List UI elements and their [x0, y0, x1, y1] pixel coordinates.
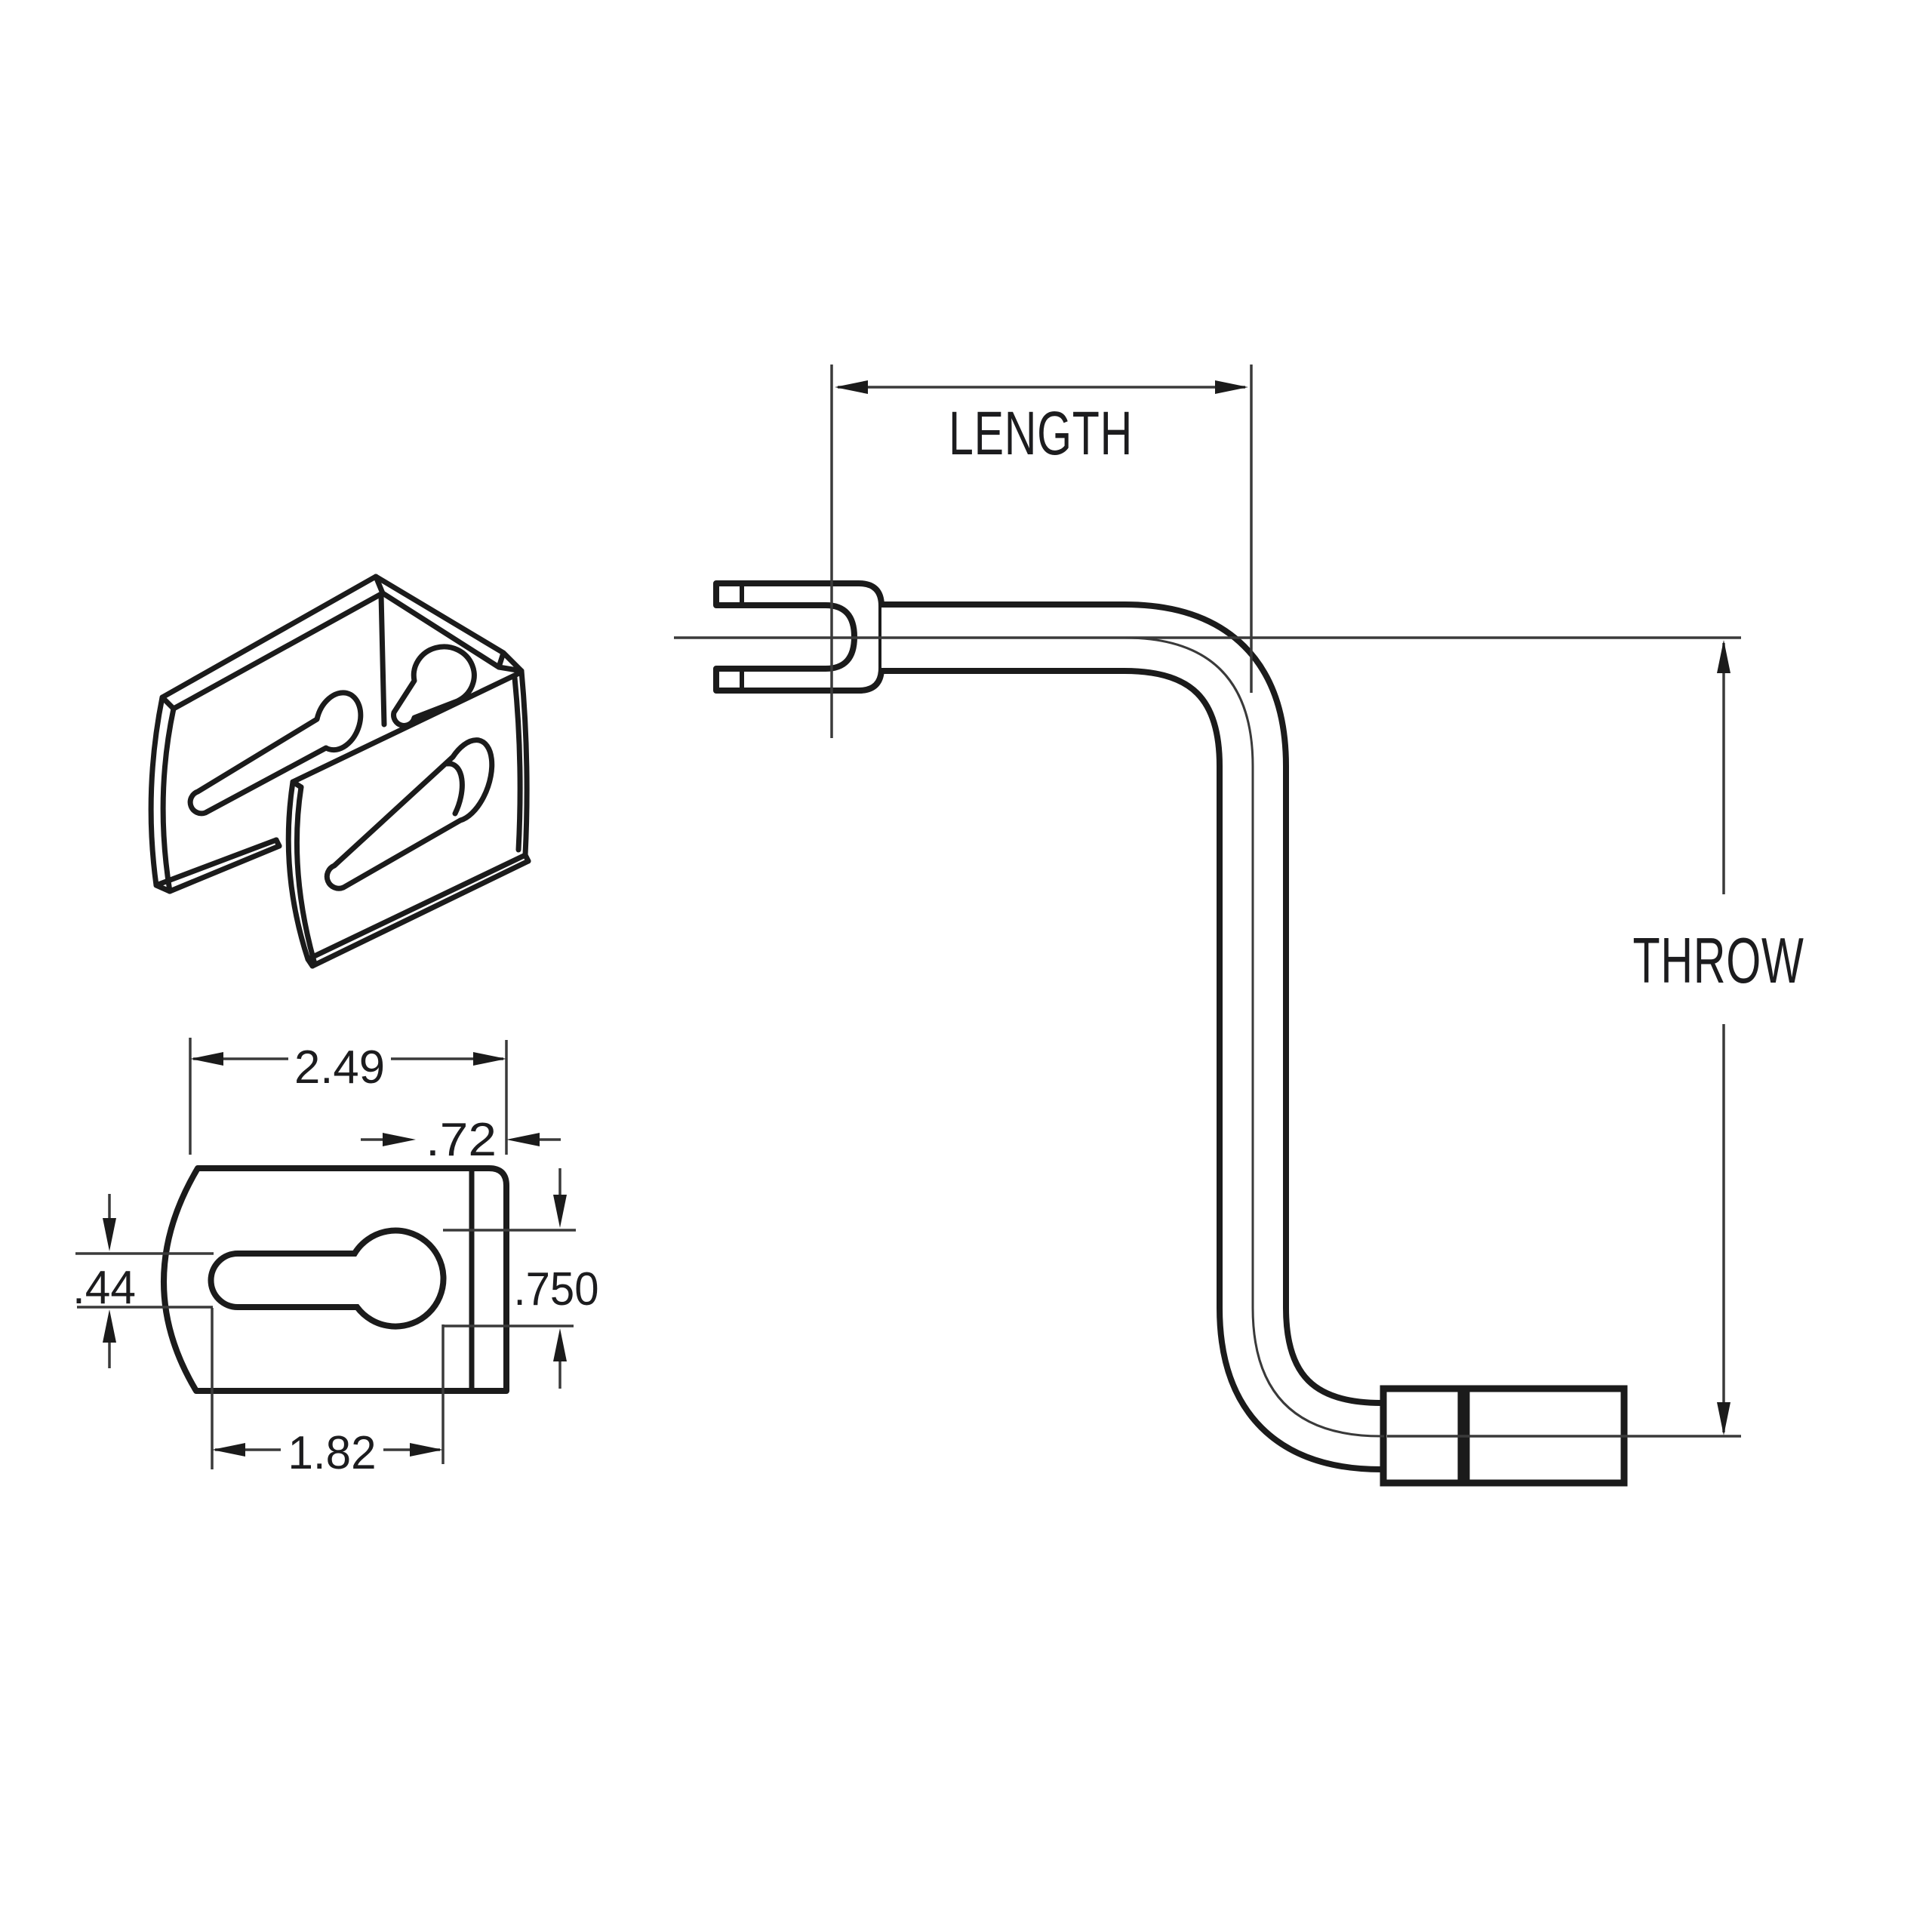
iso-back-plate-corner-edges — [153, 574, 386, 894]
iso-back-plate-outline — [148, 574, 379, 888]
offset-arrow-left-tip — [506, 1133, 540, 1146]
bracket-side-view — [161, 1165, 509, 1394]
slot-width-value: .44 — [72, 1262, 136, 1314]
slot-width-arrow-down — [103, 1218, 116, 1251]
hole-offset-dimension: .72 — [361, 1114, 561, 1166]
length-arrow-left — [835, 380, 868, 394]
crank-front-view — [674, 580, 1741, 1487]
offset-value: .72 — [426, 1114, 497, 1166]
length-arrow-right — [1215, 380, 1248, 394]
bracket-isometric-view — [148, 574, 531, 969]
crank-tube-outline — [881, 601, 1384, 1472]
iso-back-plate-thickness — [160, 590, 386, 894]
throw-dimension: THROW — [1633, 640, 1804, 1435]
iso-front-keyhole-slot — [324, 737, 495, 891]
slot-width-arrow-up — [103, 1309, 116, 1343]
hole-dia-arrow-down — [553, 1195, 567, 1228]
throw-label: THROW — [1633, 925, 1804, 997]
slot-len-arrow-left — [212, 1443, 245, 1457]
width-arrow-left — [190, 1052, 223, 1066]
slot-len-value: 1.82 — [288, 1427, 377, 1479]
iso-back-keyhole-slot — [187, 690, 364, 817]
length-dimension: LENGTH — [830, 365, 1253, 738]
iso-inner-keyhole — [391, 644, 477, 728]
throw-arrow-up — [1717, 640, 1730, 673]
hole-dia-value: .750 — [514, 1263, 599, 1315]
crank-clevis-fork — [713, 580, 884, 694]
hole-diameter-dimension: .750 — [443, 1168, 599, 1389]
iso-front-plate-outline — [285, 668, 530, 962]
length-label: LENGTH — [949, 399, 1133, 468]
iso-front-keyhole-thickness — [445, 761, 465, 817]
side-keyhole-slot — [208, 1227, 447, 1330]
slot-len-arrow-right — [410, 1443, 443, 1457]
width-arrow-right — [473, 1052, 506, 1066]
width-dimension: 2.49 — [189, 1038, 508, 1155]
iso-front-plate-corner-edges — [290, 779, 531, 969]
width-value: 2.49 — [294, 1041, 385, 1094]
iso-front-plate-thickness — [294, 675, 531, 969]
iso-web-edges — [373, 574, 525, 674]
iso-web-inner-corner — [378, 592, 387, 728]
throw-arrow-down — [1717, 1402, 1730, 1435]
slot-length-dimension: 1.82 — [211, 1308, 445, 1479]
crank-tube-core — [881, 608, 1384, 1466]
hole-dia-arrow-up — [553, 1328, 567, 1361]
offset-arrow-right-tip — [383, 1133, 416, 1146]
slot-width-dimension: .44 — [72, 1194, 214, 1368]
tube-centerline — [881, 636, 1384, 1438]
